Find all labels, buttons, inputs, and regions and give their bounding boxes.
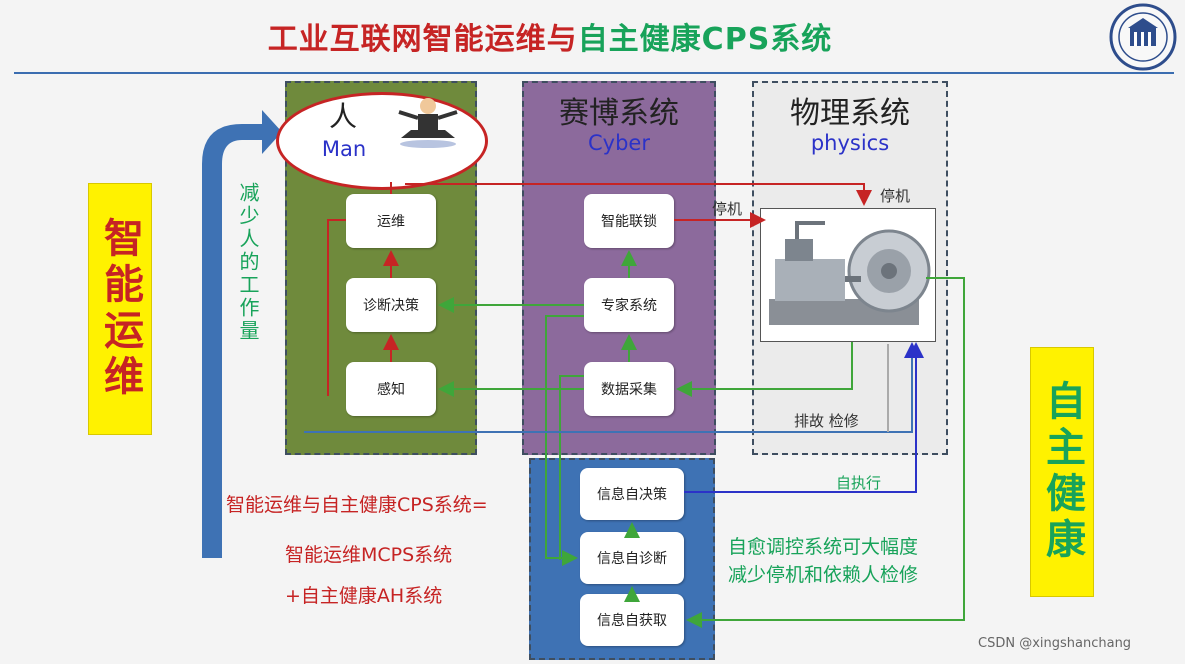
diagnosis-decision-box: 诊断决策 xyxy=(346,278,436,332)
formula-line-1: 智能运维与自主健康CPS系统= xyxy=(226,494,488,516)
data-acquisition-box: 数据采集 xyxy=(584,362,674,416)
reduce-workload-label: 减少人的工作量 xyxy=(236,182,260,343)
stop-label-1: 停机 xyxy=(712,200,743,218)
repair-label: 排故 检修 xyxy=(794,412,859,430)
title-divider xyxy=(14,72,1174,74)
formula-line-2: 智能运维MCPS系统 xyxy=(285,544,453,566)
perception-box: 感知 xyxy=(346,362,436,416)
man-ellipse xyxy=(276,92,488,190)
expert-system-box: 专家系统 xyxy=(584,278,674,332)
title-part2: 自主健康CPS系统 xyxy=(577,22,833,57)
self-execute-label: 自执行 xyxy=(836,474,882,492)
cyber-en-label: Cyber xyxy=(588,131,650,155)
title-part1: 工业互联网智能运维与 xyxy=(267,22,578,57)
info-self-diagnosis-box: 信息自诊断 xyxy=(580,532,684,584)
stop-label-2: 停机 xyxy=(880,187,911,205)
smart-interlock-box: 智能联锁 xyxy=(584,194,674,248)
autonomous-health-side-label: 自主健康 xyxy=(1030,347,1094,597)
physics-en-label: physics xyxy=(810,131,890,155)
smart-ops-side-label: 智能运维 xyxy=(88,183,152,435)
cyber-cn-label: 赛博系统 xyxy=(559,96,679,131)
page-title: 工业互联网智能运维与自主健康CPS系统 xyxy=(0,14,1100,58)
university-seal-logo xyxy=(1109,3,1177,71)
watermark: CSDN @xingshanchang xyxy=(978,636,1132,651)
self-healing-line-2: 减少停机和依赖人检修 xyxy=(728,564,919,586)
turbine-machine-image xyxy=(760,208,936,342)
ops-box: 运维 xyxy=(346,194,436,248)
info-self-decision-box: 信息自决策 xyxy=(580,468,684,520)
self-healing-line-1: 自愈调控系统可大幅度 xyxy=(728,536,919,558)
man-en-label: Man xyxy=(321,137,367,161)
meditating-person-icon xyxy=(398,98,458,148)
info-self-acquisition-box: 信息自获取 xyxy=(580,594,684,646)
big-up-arrow-icon xyxy=(202,110,282,558)
formula-line-3: +自主健康AH系统 xyxy=(285,585,443,607)
physics-cn-label: 物理系统 xyxy=(790,96,910,131)
man-cn-label: 人 xyxy=(328,100,357,133)
